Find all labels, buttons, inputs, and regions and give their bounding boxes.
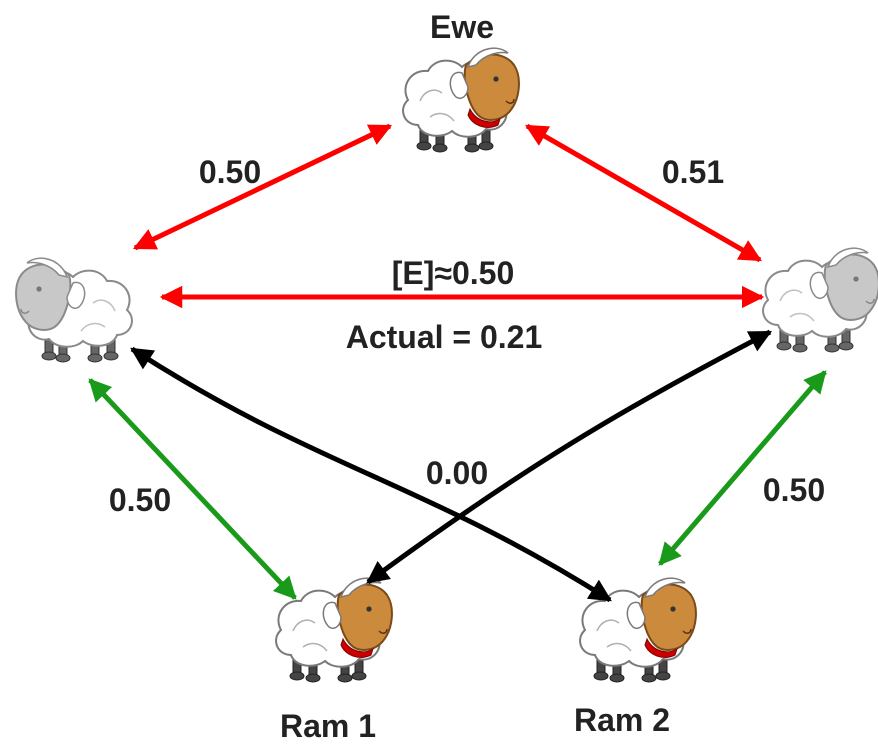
edge-ewe-left-arrow xyxy=(132,123,393,251)
edge-right-ram1-arrow xyxy=(366,329,772,585)
edge-right-ram2-arrow xyxy=(658,370,827,566)
ewe-label: Ewe xyxy=(430,9,494,45)
edge-right-ram2-value: 0.50 xyxy=(763,472,825,508)
ram2-label: Ram 2 xyxy=(574,702,670,738)
edge-ewe-left-value: 0.50 xyxy=(199,154,261,190)
edge-left-right-expected: [E]≈0.50 xyxy=(392,255,515,291)
edge-ewe-right-value: 0.51 xyxy=(662,154,724,190)
edge-left-right-actual: Actual = 0.21 xyxy=(346,319,543,355)
ewe-sheep-icon xyxy=(402,47,520,153)
edge-left-ram1-value: 0.50 xyxy=(109,482,171,518)
edge-left-ram2-arrow xyxy=(130,346,612,603)
right-offspring-sheep-icon xyxy=(762,247,878,353)
ram1-label: Ram 1 xyxy=(280,708,376,744)
edge-cross-value: 0.00 xyxy=(426,455,488,491)
edge-ewe-right-arrow xyxy=(525,123,762,263)
left-offspring-sheep-icon xyxy=(15,257,133,363)
